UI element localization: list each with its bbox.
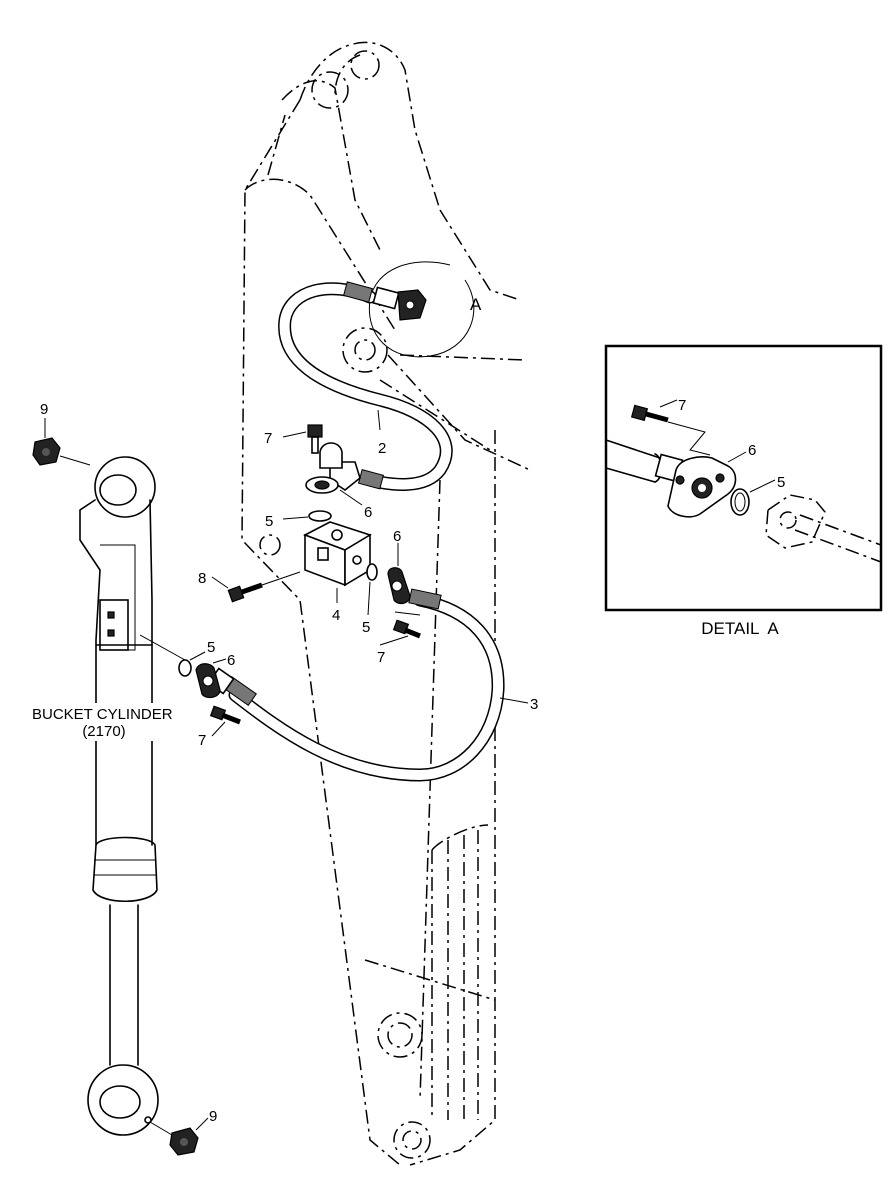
callout-5c: 5	[207, 639, 215, 656]
o-ring-5-upper	[308, 510, 332, 522]
callout-5a: 5	[265, 513, 273, 530]
flange-6-upper	[305, 476, 339, 494]
detail-a-letter: A	[470, 295, 482, 314]
callout-8: 8	[198, 570, 206, 587]
callout-4: 4	[332, 607, 340, 624]
bucket-cylinder-label: BUCKET CYLINDER	[32, 706, 173, 723]
detail-a-caption: DETAIL A	[701, 619, 779, 638]
callout-6a: 6	[364, 504, 372, 521]
cylinder-label-bg	[30, 703, 185, 741]
callout-6c: 6	[227, 652, 235, 669]
callout-3: 3	[530, 696, 538, 713]
bolt-7-upper	[307, 424, 323, 454]
grease-fitting-9-lower	[149, 1121, 199, 1156]
detail-a-marker: A	[368, 261, 482, 358]
flange-6-mid	[387, 567, 411, 605]
grease-fitting-9-upper	[32, 437, 91, 466]
arm-outline	[241, 41, 531, 1166]
callout-7a: 7	[264, 430, 272, 447]
callout-7c: 7	[198, 732, 206, 749]
hose-3	[207, 588, 505, 782]
hose-2	[278, 281, 453, 491]
detail-callout-7: 7	[678, 397, 686, 414]
callout-9b: 9	[209, 1108, 217, 1125]
bolt-8	[227, 571, 301, 603]
callout-7b: 7	[377, 649, 385, 666]
detail-a-panel	[604, 344, 883, 612]
flange-6-lower	[195, 663, 221, 699]
bucket-cylinder-number: (2170)	[82, 723, 125, 740]
detail-callout-5: 5	[777, 474, 785, 491]
o-ring-5-lower	[178, 659, 192, 677]
bucket-cylinder	[79, 456, 159, 1136]
valve-block-4	[303, 521, 372, 587]
detail-callout-6: 6	[748, 442, 756, 459]
callout-5b: 5	[362, 619, 370, 636]
callout-9a: 9	[40, 401, 48, 418]
callout-2: 2	[378, 440, 386, 457]
bolt-7-lower	[209, 705, 241, 725]
o-ring-5-mid	[366, 563, 378, 581]
callout-6b: 6	[393, 528, 401, 545]
bolt-7-mid	[392, 619, 421, 639]
